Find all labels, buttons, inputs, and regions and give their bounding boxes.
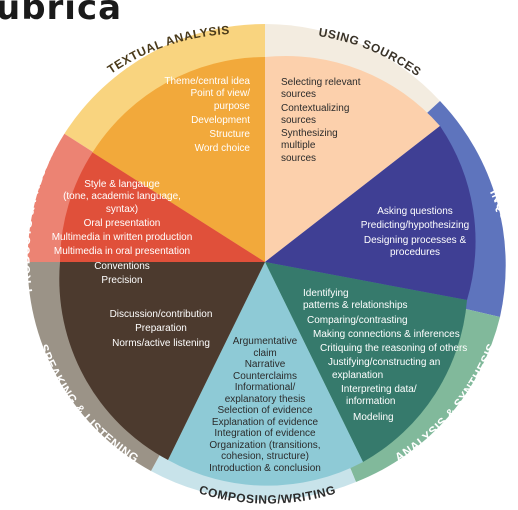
sector-textual-analysis (92, 57, 265, 262)
list-item: Style & langauge (84, 179, 160, 190)
list-item: Interpreting data/ (341, 384, 417, 396)
list-item: Word choice (194, 143, 250, 155)
list-item: information (346, 396, 396, 408)
list-item: Development (191, 114, 250, 126)
sector-speaking-listening (59, 262, 266, 460)
list-item: Critiquing the reasoning of others (320, 343, 468, 355)
list-item: Preparation (135, 323, 187, 335)
list-item: Contextualizing (281, 102, 350, 114)
list-item: Oral presentation (83, 217, 161, 229)
list-item: procedures (389, 246, 441, 258)
list-item: Informational/ (234, 382, 296, 393)
list-item: cohesion, structure) (221, 451, 309, 462)
textual-analysis-items: Theme/central idea Point of view/ purpos… (150, 76, 250, 156)
sector-products-presentations (60, 152, 265, 262)
list-item: Predicting/hypothesizing (360, 220, 470, 232)
sector-composing-writing (168, 262, 363, 486)
list-item: Explanation of evidence (211, 416, 319, 428)
list-item: Narrative (244, 359, 286, 370)
list-item: patterns & relationships (303, 300, 408, 312)
list-item: claim (253, 347, 277, 359)
list-item: Integration of evidence (214, 428, 316, 439)
analysis-synthesis-items: Identifying patterns & relationships Com… (303, 288, 473, 424)
list-item: Synthesizing (281, 128, 338, 140)
list-item: Introduction & conclusion (209, 462, 321, 474)
list-item: Multimedia in written production (51, 232, 193, 244)
list-item: explanatory thesis (224, 393, 306, 405)
list-item: sources (281, 89, 317, 101)
list-item: sources (281, 152, 317, 164)
composing-writing-items: Argumentative claim Narrative Countercla… (200, 336, 330, 474)
list-item: Multimedia in oral presentation (53, 246, 191, 258)
list-item: multiple (281, 140, 316, 152)
using-sources-items: Selecting relevant sources Contextualizi… (281, 77, 391, 165)
products-presentations-items: Style & langauge (tone, academic languag… (42, 179, 202, 287)
speaking-listening-items: Discussion/contribution Preparation Norm… (100, 309, 222, 350)
list-item: Justifying/constructing an (328, 357, 441, 369)
list-item: Making connections & inferences (313, 328, 460, 340)
list-item: Precision (101, 275, 143, 287)
list-item: Comparing/contrasting (307, 314, 408, 326)
list-item: Selecting relevant (281, 77, 361, 88)
list-item: Modeling (353, 411, 394, 423)
list-item: Argumentative (232, 336, 298, 347)
page-title: ubrica (0, 0, 123, 28)
sector-inquiry (265, 126, 476, 300)
list-item: Organization (transitions, (209, 439, 321, 451)
list-item: Identifying (303, 288, 349, 299)
sector-using-sources (265, 55, 440, 263)
list-item: Asking questions (377, 206, 453, 217)
inquiry-items: Asking questions Predicting/hypothesizin… (350, 206, 480, 259)
list-item: Conventions (94, 260, 150, 272)
list-item: sources (281, 114, 317, 126)
list-item: Discussion/contribution (109, 309, 213, 320)
list-item: (tone, academic language, (63, 191, 181, 203)
list-item: Structure (209, 129, 250, 141)
list-item: Norms/active listening (112, 337, 210, 349)
list-item: Designing processes & (363, 234, 467, 246)
list-item: syntax) (105, 203, 139, 215)
sector-analysis-synthesis (265, 262, 467, 462)
list-item: Point of view/ (190, 88, 250, 100)
list-item: Theme/central idea (164, 76, 250, 87)
list-item: explanation (332, 369, 384, 381)
list-item: Counterclaims (233, 370, 297, 382)
list-item: purpose (213, 100, 250, 112)
list-item: Selection of evidence (217, 405, 313, 416)
